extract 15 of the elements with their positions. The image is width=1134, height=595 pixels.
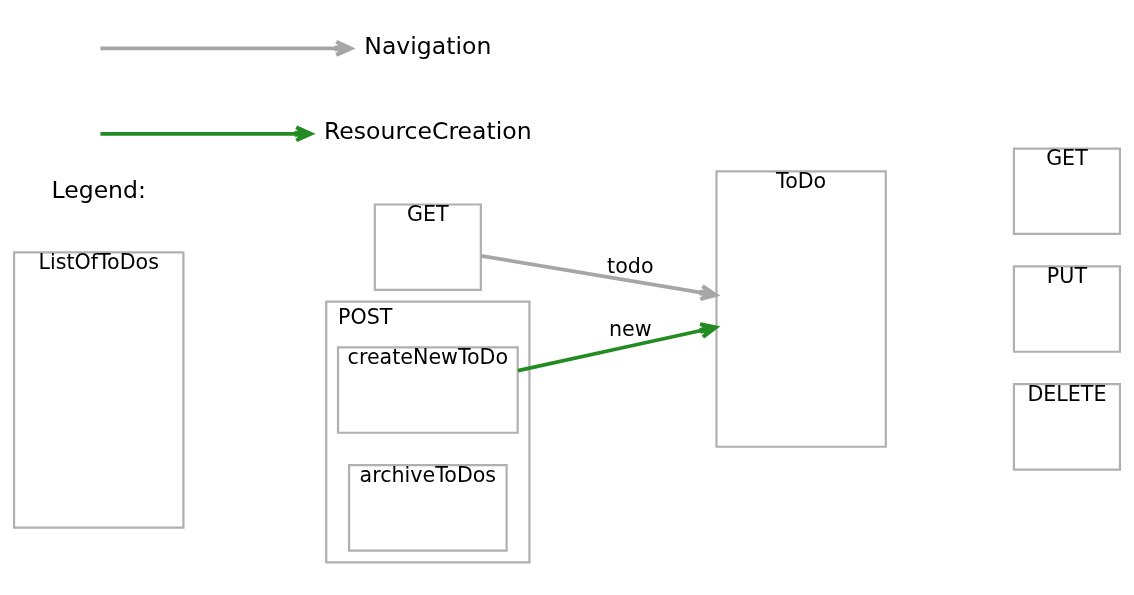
legend-label: Navigation [364, 31, 492, 60]
arrow [480, 253, 718, 301]
node-box: GET [1012, 146, 1122, 235]
edge-label: new [609, 316, 652, 341]
edge-label: todo [607, 253, 654, 278]
node-box: ListOfToDos [12, 250, 185, 529]
node-box: archiveToDos [347, 463, 508, 552]
node-box: createNewToDo [336, 345, 519, 434]
node-box: GET [373, 202, 482, 291]
node-box: DELETE [1012, 382, 1122, 471]
node-box: ToDo [715, 169, 887, 448]
label: Legend: [51, 175, 146, 204]
node-box: PUT [1012, 264, 1122, 353]
arrow [517, 321, 718, 372]
legend-label: ResourceCreation [324, 116, 532, 145]
